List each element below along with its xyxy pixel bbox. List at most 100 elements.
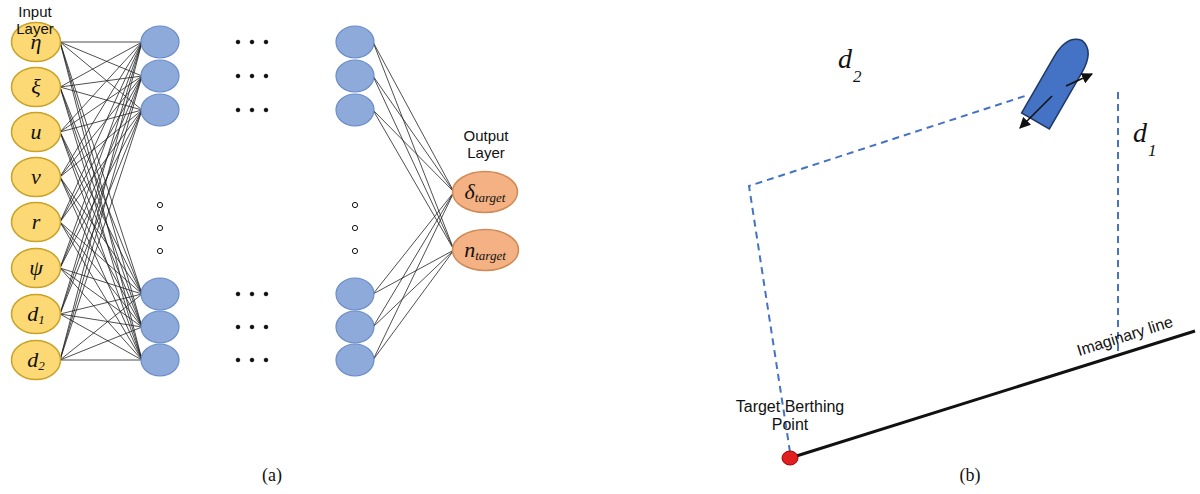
ellipsis-dot [236, 292, 240, 296]
ellipsis-dot [250, 358, 254, 362]
ellipsis-dot [250, 108, 254, 112]
ellipsis-dot [157, 225, 162, 230]
weight-line [60, 42, 142, 43]
weight-line [373, 250, 454, 360]
weight-line [60, 42, 142, 177]
network-lines [60, 26, 454, 376]
variable-symbol: ψ [29, 255, 43, 281]
neuron-label: u [10, 111, 62, 153]
neuron-label: ntarget [451, 228, 520, 272]
target-label: Target Berthing Point [733, 398, 847, 433]
neuron-label: d1 [10, 293, 62, 335]
ellipsis-dot [250, 74, 254, 78]
weight-line [60, 268, 142, 360]
ellipsis-dot [250, 40, 254, 44]
output-neuron: ntarget [451, 228, 520, 272]
hidden-neuron [336, 344, 374, 376]
input-neuron: r [10, 201, 62, 243]
weight-line [373, 192, 454, 294]
weight-line [60, 42, 142, 314]
weight-line [373, 42, 454, 250]
ellipsis-dot [250, 292, 254, 296]
weight-line [60, 42, 142, 360]
variable-symbol: d [27, 301, 38, 327]
hidden-neuron [141, 94, 179, 126]
neuron-label: d2 [10, 339, 62, 381]
ellipsis-dot [236, 74, 240, 78]
ellipsis-dot [264, 40, 268, 44]
weight-line [60, 42, 142, 327]
distance-symbol: d [1133, 118, 1147, 149]
weight-line [373, 76, 454, 250]
input-neuron: ψ [10, 247, 62, 289]
weight-line [373, 110, 454, 250]
ellipsis-dot [264, 358, 268, 362]
ellipsis-dot [236, 40, 240, 44]
weight-line [60, 110, 142, 360]
variable-subscript: 2 [38, 358, 45, 374]
weight-line [373, 192, 454, 327]
weight-line [60, 42, 142, 360]
ellipsis-dot [236, 108, 240, 112]
hidden-neuron [141, 278, 179, 310]
distance-d1 [1117, 92, 1119, 352]
hidden-neuron [141, 344, 179, 376]
neuron-label: δtarget [451, 170, 519, 214]
variable-subscript: 1 [38, 312, 45, 328]
hidden-neuron [336, 26, 374, 58]
neuron-ellipse [12, 341, 61, 380]
ship-axis-arrow [1020, 96, 1052, 128]
neuron-ellipse [12, 113, 61, 152]
neuron-label: ψ [10, 247, 62, 289]
ellipsis-dot [264, 325, 268, 329]
layer-title: Output Layer [450, 128, 522, 161]
weight-line [60, 110, 142, 132]
hidden-neuron [336, 278, 374, 310]
hidden-neuron [336, 60, 374, 92]
variable-symbol: δ [465, 179, 475, 205]
neuron-ellipse [12, 203, 61, 242]
weight-line [373, 42, 454, 192]
distance-subscript: 2 [853, 68, 862, 87]
neuron-ellipse [12, 68, 61, 107]
distance-subscript: 1 [1148, 142, 1157, 161]
weight-line [60, 177, 142, 360]
variable-subscript: target [475, 248, 506, 264]
weight-line [60, 110, 142, 268]
variable-symbol: r [32, 209, 41, 235]
ellipsis-dot [157, 248, 162, 253]
variable-symbol: n [464, 237, 475, 263]
ellipsis-dot [236, 325, 240, 329]
weight-line [60, 222, 142, 360]
neuron-label: ξ [10, 66, 62, 108]
input-neuron: ξ [10, 66, 62, 108]
weight-line [60, 314, 142, 360]
variable-symbol: v [31, 164, 41, 190]
neuron-label: r [10, 201, 62, 243]
variable-symbol: d [27, 347, 38, 373]
weight-line [60, 42, 142, 87]
weight-line [60, 76, 142, 314]
weight-line [60, 110, 142, 222]
weight-line [60, 294, 142, 360]
input-neuron: d2 [10, 339, 62, 381]
weight-line [60, 76, 142, 360]
ellipsis-dot [264, 292, 268, 296]
ellipsis-dot [352, 248, 357, 253]
neuron-label: v [10, 156, 62, 198]
target-point [782, 451, 798, 465]
weight-line [60, 110, 142, 314]
ellipsis-dot [352, 202, 357, 207]
input-neuron: d1 [10, 293, 62, 335]
input-neuron: u [10, 111, 62, 153]
weight-line [60, 327, 142, 360]
hidden-neuron [141, 60, 179, 92]
panel-label: (b) [950, 466, 990, 486]
weight-line [60, 110, 142, 177]
ellipsis-dot [264, 74, 268, 78]
hidden-neuron [141, 26, 179, 58]
neuron-ellipse [452, 230, 518, 271]
variable-symbol: ξ [31, 74, 40, 100]
neuron-ellipse [12, 249, 61, 288]
